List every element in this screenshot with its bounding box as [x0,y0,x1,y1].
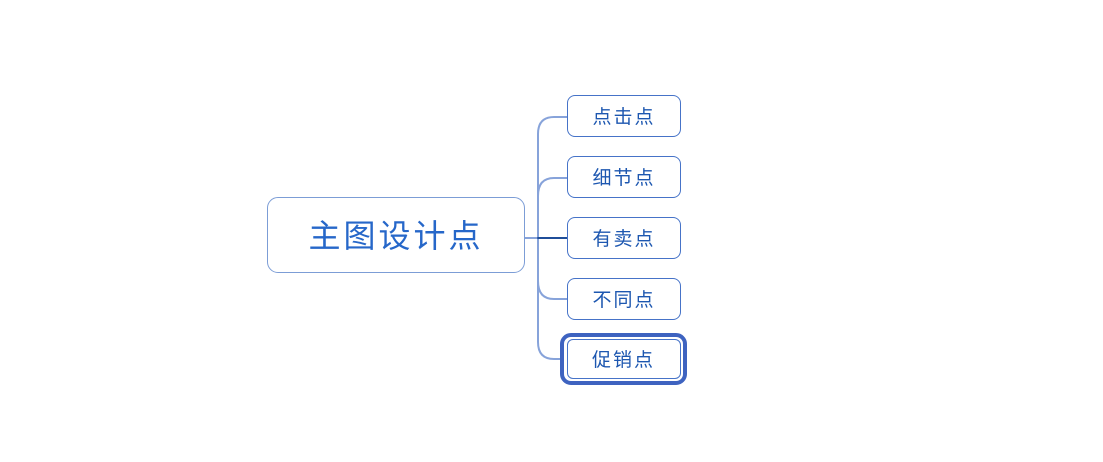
node-detail-point[interactable]: 细节点 [567,156,681,198]
connector-branch-4 [537,237,568,300]
node-selling-point-label: 有卖点 [592,228,656,250]
connector-branch-2 [537,177,568,239]
node-difference-point[interactable]: 不同点 [567,278,681,320]
node-selling-point[interactable]: 有卖点 [567,217,681,259]
node-click-point[interactable]: 点击点 [567,95,681,137]
node-detail-point-label: 细节点 [592,167,656,189]
node-root-label: 主图设计点 [308,218,484,254]
connector-branch-5 [537,237,562,360]
node-promotion-point-selection-ring[interactable]: 促销点 [560,333,687,385]
node-root[interactable]: 主图设计点 [267,197,525,273]
node-click-point-label: 点击点 [592,106,656,128]
node-promotion-point[interactable]: 促销点 [566,339,681,379]
connector-branch-1 [537,116,568,239]
node-promotion-point-label: 促销点 [591,349,655,371]
node-difference-point-label: 不同点 [592,289,656,311]
